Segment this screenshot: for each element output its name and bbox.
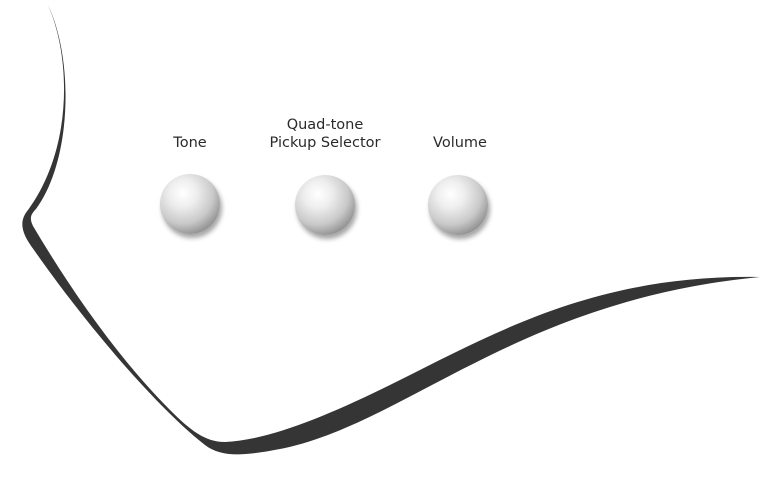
- selector-label: Quad-tone Pickup Selector: [270, 116, 381, 152]
- tone-label: Tone: [173, 135, 207, 151]
- selector-label-line2: Pickup Selector: [269, 135, 381, 151]
- tone-knob[interactable]: [160, 174, 220, 234]
- volume-knob[interactable]: [428, 175, 488, 235]
- pickup-selector-knob[interactable]: [295, 175, 355, 235]
- selector-label-line1: Quad-tone: [286, 117, 364, 133]
- volume-label: Volume: [433, 135, 487, 151]
